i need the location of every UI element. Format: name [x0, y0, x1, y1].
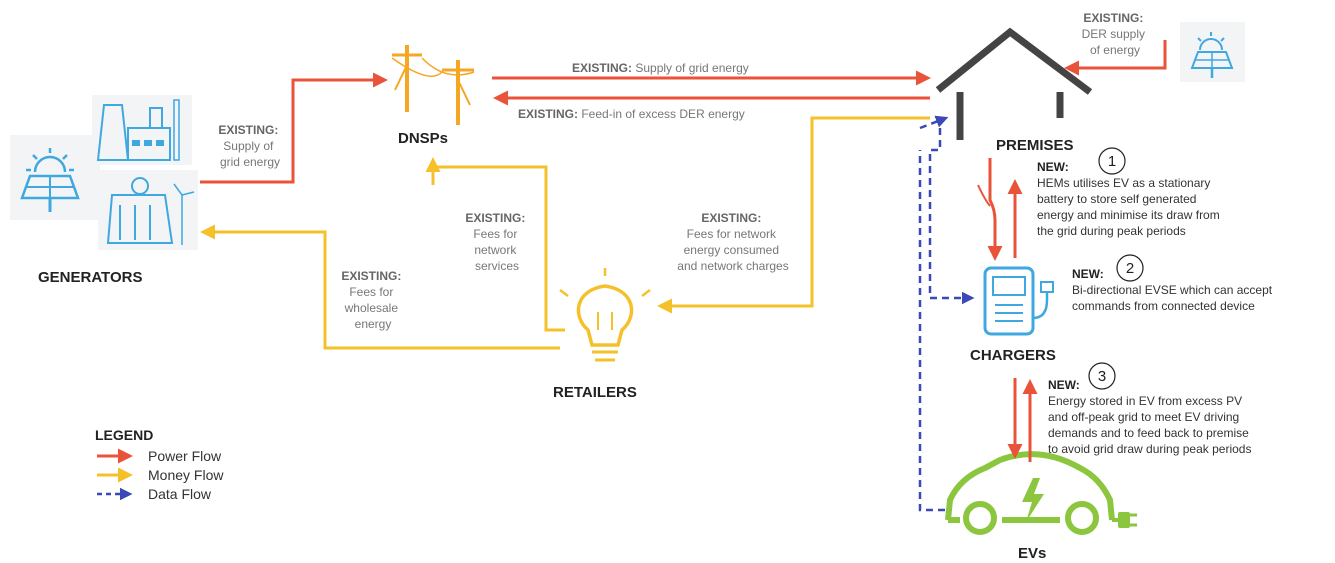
- legend-power-label: Power Flow: [148, 448, 222, 464]
- new-item-text: NEW: Bi-directional EVSE which can accep…: [1072, 267, 1275, 313]
- flow-label-premises-dnsp: EXISTING: Feed-in of excess DER energy: [518, 107, 745, 121]
- flow-retail-to-gen: [200, 224, 560, 350]
- flow-premises-to-charger: [987, 158, 1003, 261]
- house-icon: [935, 27, 1093, 140]
- new-item-text: NEW: Energy stored in EV from excess PV …: [1048, 378, 1252, 456]
- flow-label-dnsp-premises: EXISTING: Supply of grid energy: [572, 61, 749, 75]
- legend: LEGEND Power Flow Money Flow Data Flow: [95, 427, 224, 502]
- new-item-badge: [1098, 147, 1126, 175]
- node-label-premises: PREMISES: [996, 137, 1074, 154]
- new-item-number: 3: [1098, 368, 1106, 385]
- der-solar-icon: [1180, 22, 1245, 82]
- node-label-chargers: CHARGERS: [970, 347, 1056, 364]
- flow-der-to-premises: [1064, 40, 1167, 76]
- flow-premises-to-retail: [657, 116, 930, 314]
- flow-label-premises-retail: EXISTING: Fees for network energy consum…: [677, 211, 788, 273]
- ev-charger-icon: [983, 266, 1054, 336]
- legend-money-label: Money Flow: [148, 467, 224, 483]
- solar-panel-icon: [10, 135, 100, 220]
- flow-label-gen-dnsp: EXISTING: Supply of grid energy: [218, 123, 281, 169]
- new-item-2: 2 NEW: Bi-directional EVSE which can acc…: [1072, 254, 1275, 313]
- flow-data-premises-head: [919, 115, 949, 130]
- new-item-badge: [1088, 362, 1116, 390]
- electric-car-icon: [945, 451, 1137, 535]
- node-label-generators: GENERATORS: [38, 269, 142, 286]
- flow-label-retail-gen: EXISTING: Fees for wholesale energy: [341, 269, 404, 331]
- node-label-retailers: RETAILERS: [553, 384, 637, 401]
- new-item-number: 1: [1108, 153, 1116, 170]
- node-label-evs: EVs: [1018, 545, 1046, 562]
- power-pole-icon: [391, 45, 475, 125]
- flow-premises-charger-detail: [977, 184, 991, 207]
- flow-data-premises-charger: [928, 128, 975, 305]
- node-label-dnsps: DNSPs: [398, 130, 448, 147]
- power-plant-icon: [92, 95, 192, 165]
- new-item-text: NEW: HEMs utilises EV as a stationary ba…: [1037, 160, 1223, 238]
- new-item-number: 2: [1126, 260, 1134, 277]
- light-bulb-icon: [559, 268, 651, 362]
- hydro-wind-icon: [98, 170, 198, 250]
- flow-data-ev: [918, 150, 945, 512]
- new-item-3: 3 NEW: Energy stored in EV from excess P…: [1048, 362, 1252, 456]
- legend-data-label: Data Flow: [148, 486, 212, 502]
- legend-title: LEGEND: [95, 427, 153, 443]
- flow-label-retail-dnsp: EXISTING: Fees for network services: [465, 211, 528, 273]
- new-item-badge: [1116, 254, 1144, 282]
- new-item-1: 1 NEW: HEMs utilises EV as a stationary …: [1037, 147, 1223, 238]
- flow-label-der: EXISTING: DER supply of energy: [1082, 11, 1149, 57]
- flow-gen-to-dnsp: [200, 72, 388, 184]
